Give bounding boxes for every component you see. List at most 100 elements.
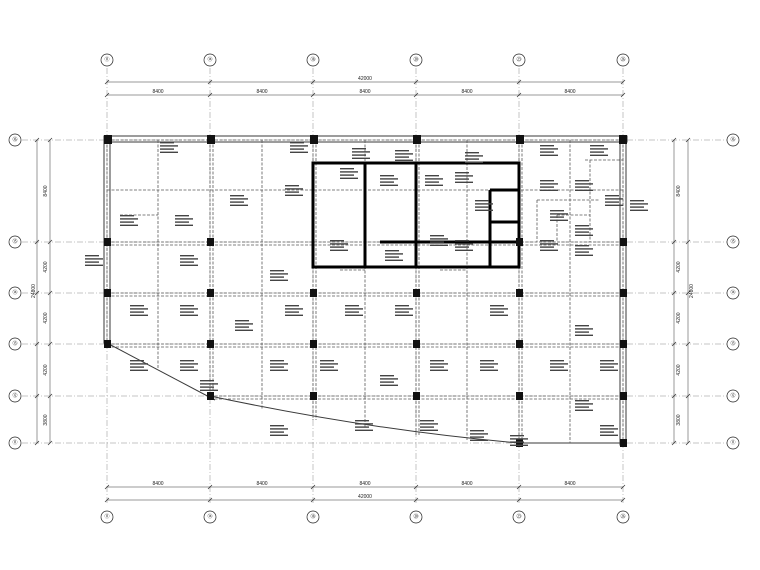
slab-note-mark <box>600 366 614 368</box>
axis-label: ㉖ <box>620 56 625 63</box>
column <box>413 392 420 400</box>
slab-note-mark <box>270 366 284 368</box>
slab-note-mark <box>430 366 444 368</box>
slab-note-mark <box>130 366 144 368</box>
slab-note-mark <box>430 238 448 240</box>
dim-bottom-span-2: 8400 <box>256 481 267 487</box>
slab-note-mark <box>85 264 103 266</box>
slab-note-mark <box>575 409 593 411</box>
slab-note-mark <box>200 380 214 382</box>
column <box>207 135 215 144</box>
dim-top-span-2: 8400 <box>256 89 267 95</box>
slab-note-mark <box>630 200 644 202</box>
dimension-tick <box>620 484 626 490</box>
axis-bubble-left-1: ⑯ <box>8 133 22 147</box>
slab-note-mark <box>510 438 528 440</box>
axis-bubble-bottom-2: ⑭ <box>203 510 217 524</box>
slab-note-mark <box>575 328 593 330</box>
dimension-tick <box>671 137 677 143</box>
slab-note-mark <box>290 142 304 144</box>
slab-note-mark <box>550 369 568 371</box>
axis-bubble-top-2: ⑭ <box>203 53 217 67</box>
slab-note-mark <box>270 369 288 371</box>
slab-note-mark <box>380 375 394 377</box>
slab-note-mark <box>490 308 508 310</box>
slab-note-mark <box>180 366 194 368</box>
slab-note-mark <box>605 198 623 200</box>
column <box>516 238 523 246</box>
slab-note-mark <box>85 255 99 257</box>
dimension-tick <box>685 137 691 143</box>
axis-label: ⑮ <box>12 238 17 245</box>
slab-note-mark <box>600 369 618 371</box>
dimension-tick <box>413 497 419 503</box>
slab-note-mark <box>455 246 469 248</box>
slab-note-mark <box>200 383 218 385</box>
axis-label: ⑫ <box>730 392 735 399</box>
slab-note-mark <box>180 264 198 266</box>
column <box>620 238 627 246</box>
dimension-tick <box>104 92 110 98</box>
slab-note-mark <box>235 326 249 328</box>
dimension-tick <box>47 239 53 245</box>
slab-note-mark <box>575 325 589 327</box>
slab-note-mark <box>180 308 198 310</box>
slab-note-mark <box>320 369 338 371</box>
slab-note-mark <box>380 381 394 383</box>
dimension-tick <box>516 497 522 503</box>
slab-note-mark <box>575 186 589 188</box>
slab-note-mark <box>430 244 448 246</box>
outer-curved-beam <box>209 395 520 444</box>
column <box>207 238 214 246</box>
dimension-tick <box>104 79 110 85</box>
slab-note-mark <box>270 276 284 278</box>
slab-note-mark <box>540 249 558 251</box>
slab-note-mark <box>180 314 198 316</box>
dim-right-total: 24800 <box>689 284 695 298</box>
column <box>104 289 111 297</box>
dim-top-span-5: 8400 <box>564 89 575 95</box>
column <box>104 340 111 348</box>
slab-note-mark <box>230 195 244 197</box>
slab-note-mark <box>430 369 448 371</box>
slab-note-mark <box>130 305 144 307</box>
dimension-tick <box>685 341 691 347</box>
slab-note-mark <box>605 201 619 203</box>
dimension-tick <box>207 484 213 490</box>
axis-bubble-top-1: ⑪ <box>100 53 114 67</box>
slab-note-mark <box>160 148 174 150</box>
axis-bubble-bottom-5: ㉓ <box>512 510 526 524</box>
slab-note-mark <box>270 270 284 272</box>
dimension-tick <box>310 79 316 85</box>
slab-note-mark <box>380 178 398 180</box>
slab-note-mark <box>575 180 589 182</box>
slab-note-mark <box>175 218 193 220</box>
column <box>620 340 627 348</box>
column <box>207 289 214 297</box>
axis-bubble-bottom-6: ㉖ <box>616 510 630 524</box>
slab-note-mark <box>490 314 508 316</box>
slab-note-mark <box>180 369 198 371</box>
slab-note-mark <box>550 210 564 212</box>
slab-note-mark <box>395 305 409 307</box>
slab-note-mark <box>470 436 484 438</box>
slab-note-mark <box>270 425 284 427</box>
dimension-tick <box>671 290 677 296</box>
slab-note-mark <box>270 431 284 433</box>
slab-note-mark <box>575 400 589 402</box>
slab-note-mark <box>605 204 623 206</box>
axis-bubble-bottom-4: ⑳ <box>409 510 423 524</box>
axis-label: ⑭ <box>12 289 17 296</box>
dimensions: 8400 8400 8400 8400 8400 42000 8400 8400… <box>31 76 695 503</box>
slab-note-mark <box>340 171 358 173</box>
slab-note-mark <box>425 175 439 177</box>
column <box>516 340 523 348</box>
slab-note-mark <box>490 311 504 313</box>
outer-top-beam <box>104 135 628 143</box>
slab-note-mark <box>510 444 528 446</box>
column <box>619 135 627 144</box>
column <box>207 392 214 400</box>
slab-note-mark <box>175 224 193 226</box>
slab-note-mark <box>130 363 148 365</box>
slab-note-mark <box>345 305 359 307</box>
